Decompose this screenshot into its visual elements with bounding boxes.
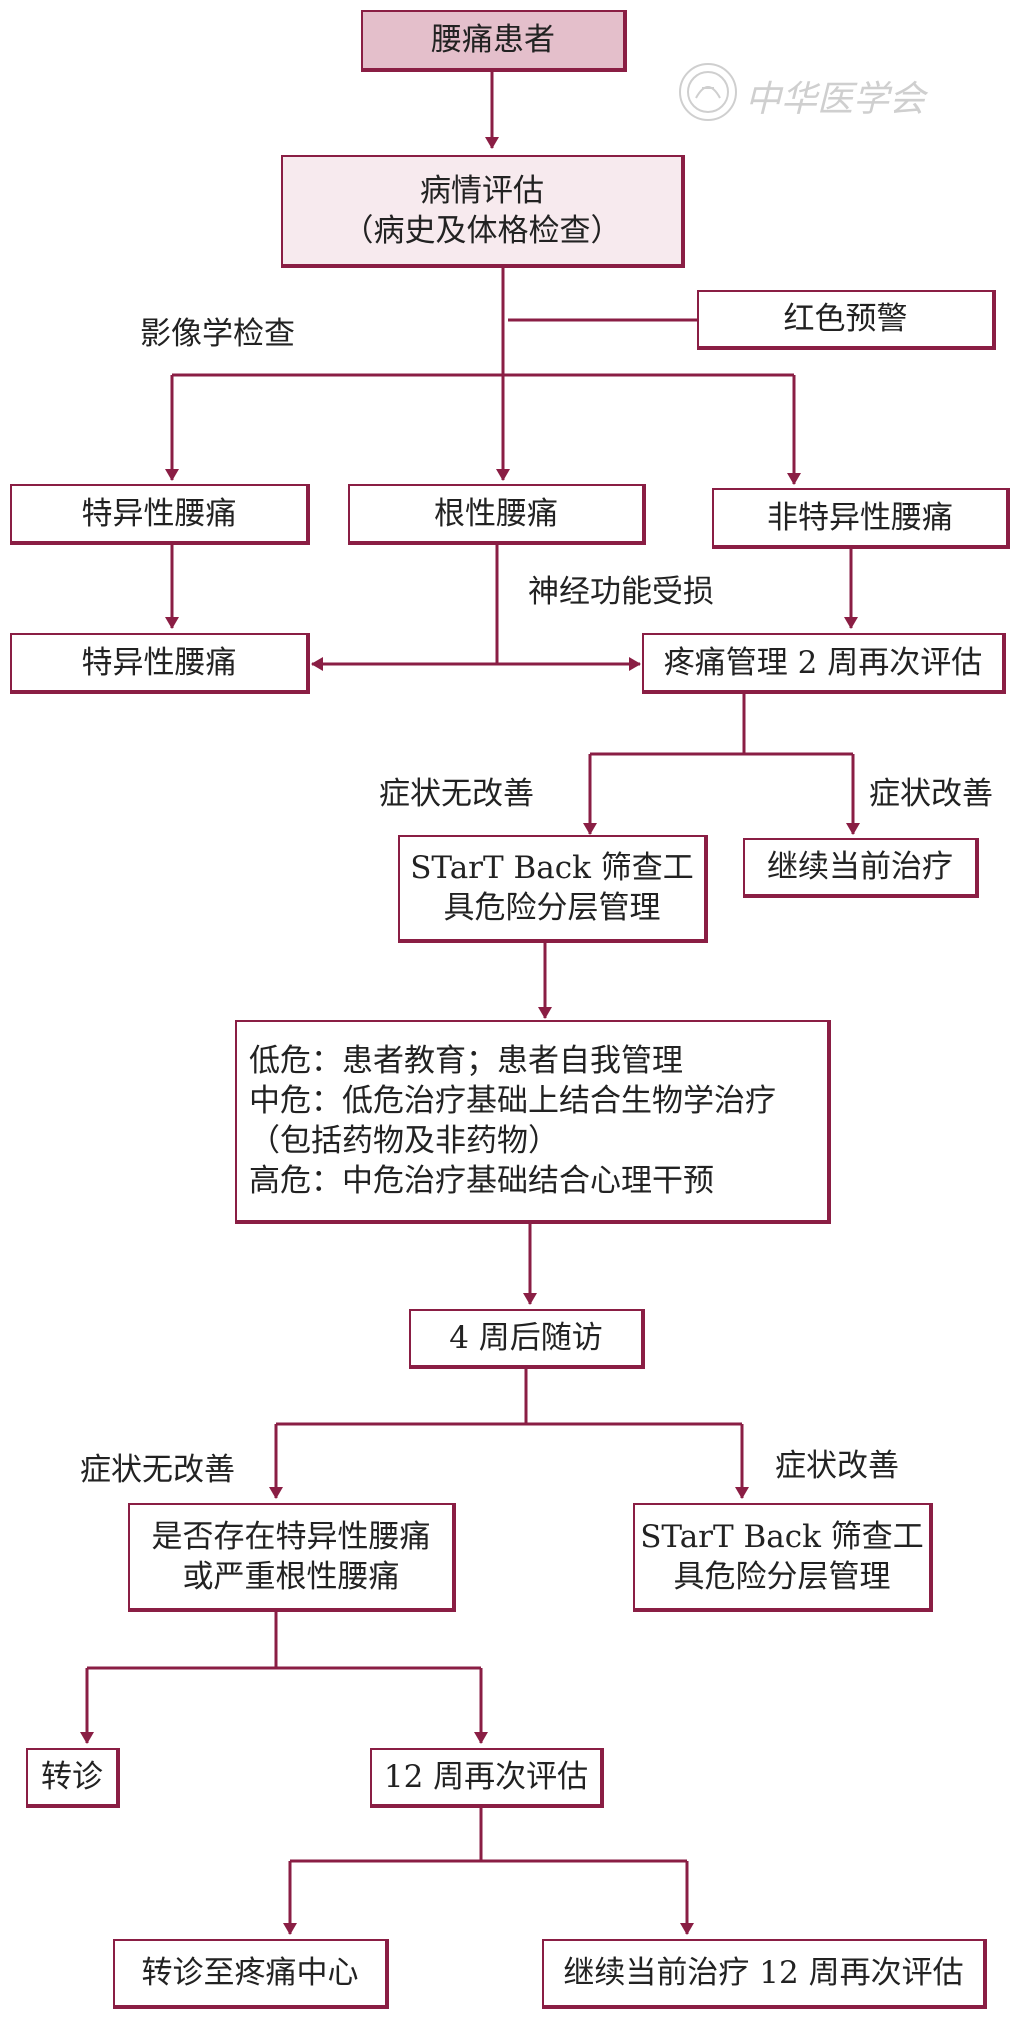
society-seal-icon: [679, 63, 737, 121]
node-check-specific-line1: 是否存在特异性腰痛: [151, 1518, 431, 1555]
node-reassess-12w-text: 12 周再次评估: [383, 1759, 589, 1795]
node-pain-center: 转诊至疼痛中心: [113, 1939, 389, 2009]
node-assess: 病情评估 （病史及体格检查）: [281, 155, 685, 268]
node-risk-levels: 低危：患者教育；患者自我管理 中危：低危治疗基础上结合生物学治疗 （包括药物及非…: [235, 1020, 831, 1224]
node-start-back-2-line1: STarT Back 筛查工: [640, 1518, 924, 1555]
label-no-improve-1: 症状无改善: [379, 776, 534, 812]
node-specific-lbp-text: 特异性腰痛: [81, 495, 237, 532]
node-check-specific: 是否存在特异性腰痛 或严重根性腰痛: [128, 1503, 456, 1612]
label-improve-2: 症状改善: [775, 1448, 899, 1484]
label-imaging: 影像学检查: [140, 316, 295, 352]
node-specific-lbp: 特异性腰痛: [10, 484, 310, 545]
node-start-back-1-line1: STarT Back 筛查工: [410, 850, 694, 886]
node-continue-1-text: 继续当前治疗: [767, 849, 953, 885]
node-continue-12w-text: 继续当前治疗 12 周再次评估: [563, 1955, 964, 1991]
node-check-specific-line2: 或严重根性腰痛: [182, 1558, 400, 1595]
node-nonspecific-lbp: 非特异性腰痛: [712, 488, 1010, 549]
node-nonspecific-lbp-text: 非特异性腰痛: [767, 499, 953, 536]
risk-level-medium: 中危：低危治疗基础上结合生物学治疗: [249, 1083, 776, 1119]
node-pain-center-text: 转诊至疼痛中心: [141, 1955, 359, 1991]
node-red-flag-text: 红色预警: [783, 301, 908, 337]
node-pain-management-text: 疼痛管理 2 周再次评估: [663, 644, 983, 681]
node-continue-12w: 继续当前治疗 12 周再次评估: [542, 1939, 987, 2009]
node-start: 腰痛患者: [361, 10, 627, 72]
node-assess-line2: （病史及体格检查）: [342, 212, 622, 249]
node-referral: 转诊: [26, 1748, 120, 1808]
node-start-back-1-line2: 具危险分层管理: [443, 890, 661, 926]
node-start-back-2: STarT Back 筛查工 具危险分层管理: [633, 1503, 933, 1612]
node-start-back-2-line2: 具危险分层管理: [673, 1558, 891, 1595]
node-specific-lbp-2: 特异性腰痛: [10, 633, 310, 694]
node-referral-text: 转诊: [41, 1759, 103, 1795]
node-followup-4w: 4 周后随访: [409, 1309, 645, 1369]
node-start-text: 腰痛患者: [431, 22, 555, 58]
node-radicular-lbp-text: 根性腰痛: [434, 495, 558, 532]
node-followup-4w-text: 4 周后随访: [449, 1320, 603, 1356]
node-radicular-lbp: 根性腰痛: [348, 484, 646, 545]
label-improve-1: 症状改善: [869, 776, 993, 812]
label-no-improve-2: 症状无改善: [80, 1452, 235, 1488]
risk-level-medium-note: （包括药物及非药物）: [249, 1123, 559, 1159]
node-pain-management: 疼痛管理 2 周再次评估: [642, 633, 1006, 694]
label-neuro-damage: 神经功能受损: [528, 574, 714, 610]
node-red-flag: 红色预警: [697, 290, 996, 350]
node-start-back-1: STarT Back 筛查工 具危险分层管理: [398, 835, 708, 943]
watermark-text: 中华医学会: [745, 79, 926, 120]
risk-level-low: 低危：患者教育；患者自我管理: [249, 1043, 683, 1079]
node-assess-line1: 病情评估: [420, 172, 544, 209]
node-reassess-12w: 12 周再次评估: [370, 1748, 604, 1808]
node-continue-1: 继续当前治疗: [743, 838, 979, 898]
risk-level-high: 高危：中危治疗基础结合心理干预: [249, 1163, 714, 1199]
node-specific-lbp-2-text: 特异性腰痛: [81, 644, 237, 681]
